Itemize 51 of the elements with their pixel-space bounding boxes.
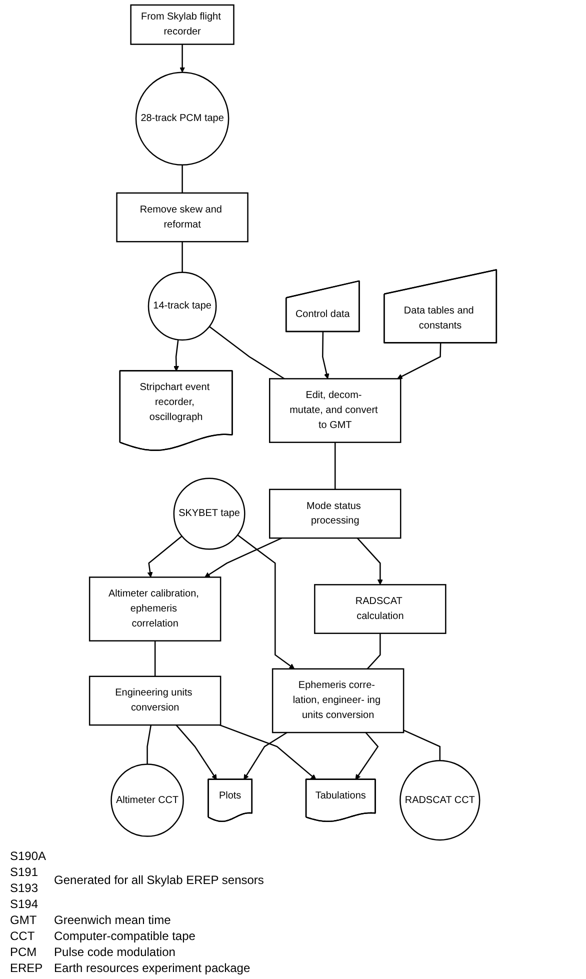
arrow [397,343,442,379]
process-box: RADSCAT calculation [314,584,446,634]
note-text: CCT [10,929,36,943]
note-text: S190A [10,849,46,863]
process-box: Mode status processing [269,488,402,539]
connector-line [154,640,156,676]
arrow [355,732,379,780]
input-shape: Control data [285,280,360,332]
tape-symbol: SKYBET tape [173,478,246,550]
arrow [176,724,217,780]
arrow [322,332,330,379]
connector-line [182,242,183,272]
connector-line [146,724,152,764]
arrow [204,538,282,578]
process-box: Engineering units conversion [88,676,222,726]
connector-line [334,442,336,490]
process-box: Remove skew and reformat [116,192,248,242]
note-text: GMT [10,913,38,927]
process-box: Edit, decom- mutate, and convert to GMT [269,378,402,443]
process-box: Ephemeris corre- lation, engineer- ing units conversion [272,668,404,734]
input-shape: Data tables and constants [384,269,498,344]
arrow [180,44,186,73]
tape-symbol: RADSCAT CCT [400,760,480,841]
tape-symbol: Altimeter CCT [110,764,184,837]
note-text: PCM [10,945,38,959]
connector-line [403,730,441,761]
note-text: S193 [10,881,40,895]
note-text: Earth resources experiment package [54,961,252,975]
document-shape: Stripchart event recorder, oscillograph [119,370,233,451]
arrow [220,724,316,780]
arrow [174,340,179,372]
arrow [147,536,182,578]
process-box: Altimeter calibration, ephemeris correlation [88,576,222,642]
document-shape: Plots [208,778,253,822]
note-text: Computer-compatible tape [54,929,196,943]
connector-line [182,164,183,193]
connector-line [366,633,381,670]
note-text: S191 [10,865,40,879]
note-text: S194 [10,897,40,911]
arrow [356,538,383,585]
note-text: EREP [10,961,44,975]
connector-line [208,326,285,380]
note-text: Pulse code modulation [54,945,176,959]
tape-symbol: 28-track PCM tape [135,72,230,166]
note-text: Generated for all Skylab EREP sensors [54,873,265,887]
note-text: Greenwich mean time [54,913,172,927]
tape-symbol: 14-track tape [148,272,217,341]
arrow [237,534,295,670]
document-shape: Tabulations [305,778,376,822]
source-text: From Skylab flight recorder [130,4,234,45]
arrow [244,732,288,780]
